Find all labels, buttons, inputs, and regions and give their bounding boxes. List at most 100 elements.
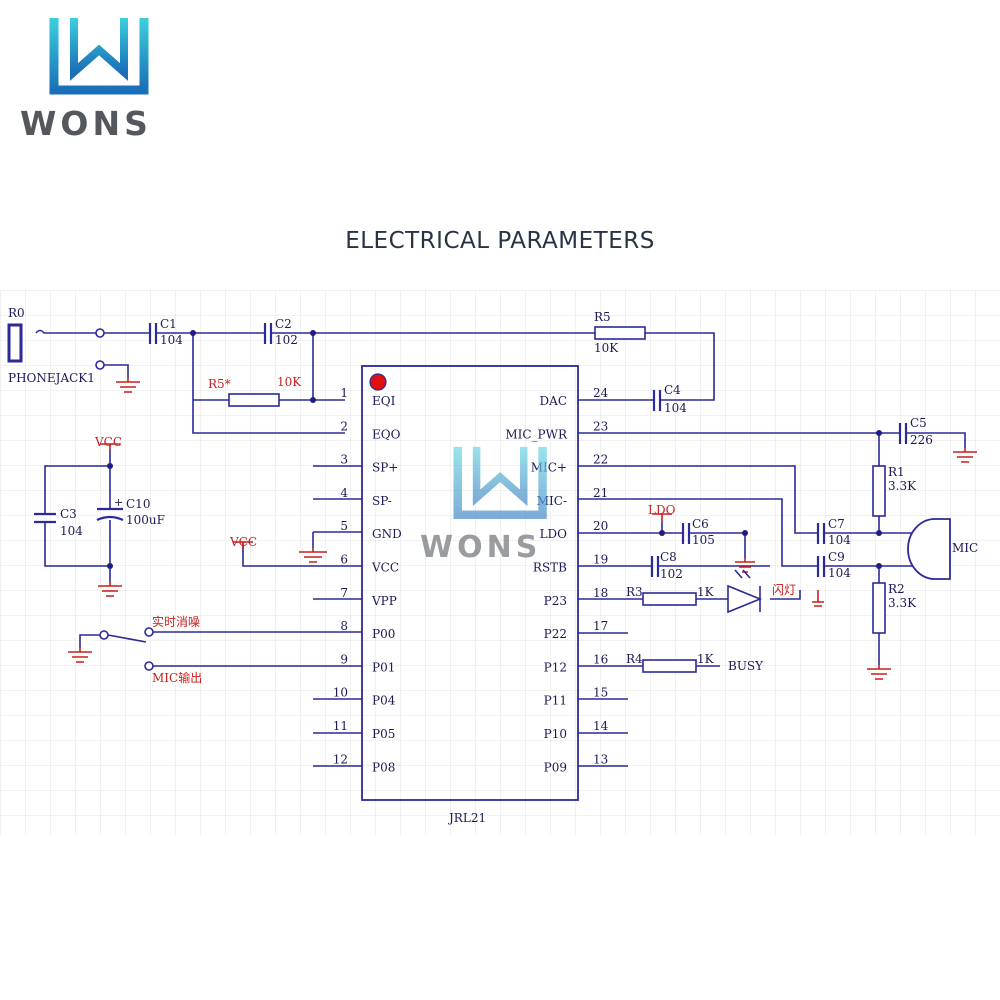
pin-name: MIC_PWR: [505, 427, 568, 441]
pin-number: 15: [593, 686, 608, 700]
capacitors: [34, 323, 908, 577]
c9-value: 104: [828, 566, 851, 580]
pin-number: 9: [340, 652, 348, 666]
c7-ref: C7: [828, 517, 845, 531]
c4-value: 104: [664, 401, 687, 415]
pin-number: 1: [340, 386, 348, 400]
c8-value: 102: [660, 567, 683, 581]
r2-value: 3.3K: [888, 596, 917, 610]
r4-value: 1K: [697, 652, 715, 666]
phonejack-body: [7, 323, 23, 363]
pin-number: 20: [593, 519, 608, 533]
pin-name: VPP: [371, 594, 397, 608]
c7-value: 104: [828, 533, 851, 547]
c4-ref: C4: [664, 383, 681, 397]
pin-number: 22: [593, 453, 608, 467]
r5star-ref: R5*: [208, 377, 231, 391]
wons-logo-mark: [49, 18, 149, 95]
switch-symbol: [79, 627, 154, 671]
c6-ref: C6: [692, 517, 709, 531]
pin-name: P04: [372, 694, 396, 708]
microphone-symbol: [907, 518, 951, 580]
pin-number: 8: [340, 619, 348, 633]
pin-number: 17: [593, 619, 608, 633]
switch-top-label: 实时消噪: [152, 614, 200, 629]
ground-symbols: [68, 378, 977, 680]
pin-name: P10: [544, 727, 567, 741]
c3-ref: C3: [60, 507, 77, 521]
pin1-marker: [369, 373, 387, 391]
pin-name: EQO: [372, 427, 401, 441]
mic-label: MIC: [952, 541, 978, 555]
pin-number: 4: [340, 486, 348, 500]
switch-bottom-label: MIC输出: [152, 670, 202, 685]
c6-value: 105: [692, 533, 715, 547]
c1-value: 104: [160, 333, 183, 347]
c5-ref: C5: [910, 416, 927, 430]
pin-number: 16: [593, 652, 608, 666]
c8-ref: C8: [660, 550, 677, 564]
vcc-mid-label: VCC: [229, 535, 257, 549]
pin-number: 5: [340, 519, 348, 533]
red-labels: R5* 10K VCC VCC LDO 闪灯 实时消噪 MIC输出: [94, 375, 796, 685]
r5-ref: R5: [594, 310, 611, 324]
pin-name: P23: [544, 594, 567, 608]
ldo-label: LDO: [648, 503, 676, 517]
pin-name: VCC: [371, 561, 399, 575]
pin-number: 13: [593, 752, 608, 766]
c3-value: 104: [60, 524, 83, 538]
component-labels: R0 PHONEJACK1 C1 104 C2 102 R5 10K C4 10…: [8, 306, 978, 825]
junctions: [107, 330, 882, 569]
c2-ref: C2: [275, 317, 292, 331]
chip-body: [361, 365, 579, 801]
pin-name: P05: [372, 727, 395, 741]
pin-name: P22: [544, 627, 567, 641]
c9-ref: C9: [828, 550, 845, 564]
pin-name: LDO: [540, 527, 568, 541]
chip-right-pins: 24DAC23MIC_PWR22MIC+21MIC-20LDO19RSTB18P…: [505, 386, 608, 774]
pin-number: 3: [340, 453, 348, 467]
r0-label: R0: [8, 306, 25, 320]
vcc-top-label: VCC: [94, 435, 122, 449]
pin-number: 19: [593, 553, 608, 567]
resistors: [228, 326, 886, 673]
brand-name: WONS: [20, 104, 152, 143]
wires: [35, 328, 966, 767]
pin-number: 2: [340, 419, 348, 433]
r3-value: 1K: [697, 585, 715, 599]
pin-name: P00: [372, 627, 395, 641]
pin-name: GND: [372, 527, 402, 541]
pin-number: 10: [333, 686, 348, 700]
c10-ref: C10: [126, 497, 150, 511]
pin-number: 21: [593, 486, 608, 500]
pin-name: SP+: [372, 461, 398, 475]
led-label: 闪灯: [772, 583, 796, 597]
r1-value: 3.3K: [888, 479, 917, 493]
busy-label: BUSY: [728, 659, 764, 673]
c10-value: 100uF: [126, 513, 165, 527]
c5-value: 226: [910, 433, 933, 447]
wons-watermark-mark: [453, 446, 547, 520]
c10-plus: +: [114, 496, 123, 509]
pin-name: P09: [544, 760, 567, 774]
pin-name: DAC: [540, 394, 567, 408]
pin-name: SP-: [372, 494, 392, 508]
r5star-value: 10K: [277, 375, 302, 389]
r1-ref: R1: [888, 465, 905, 479]
pin-number: 18: [593, 586, 608, 600]
pin-name: RSTB: [533, 561, 567, 575]
pin-number: 23: [593, 419, 608, 433]
r2-ref: R2: [888, 582, 905, 596]
pin-number: 24: [593, 386, 609, 400]
page-title: ELECTRICAL PARAMETERS: [345, 228, 655, 254]
r3-ref: R3: [626, 585, 643, 599]
grid-background: [0, 290, 1000, 835]
pin-name: P01: [372, 660, 395, 674]
pin-name: EQI: [372, 394, 396, 408]
pin-number: 11: [333, 719, 348, 733]
r5-value: 10K: [594, 341, 619, 355]
pin-number: 6: [340, 553, 348, 567]
pin-number: 14: [593, 719, 609, 733]
pin-number: 12: [333, 752, 348, 766]
